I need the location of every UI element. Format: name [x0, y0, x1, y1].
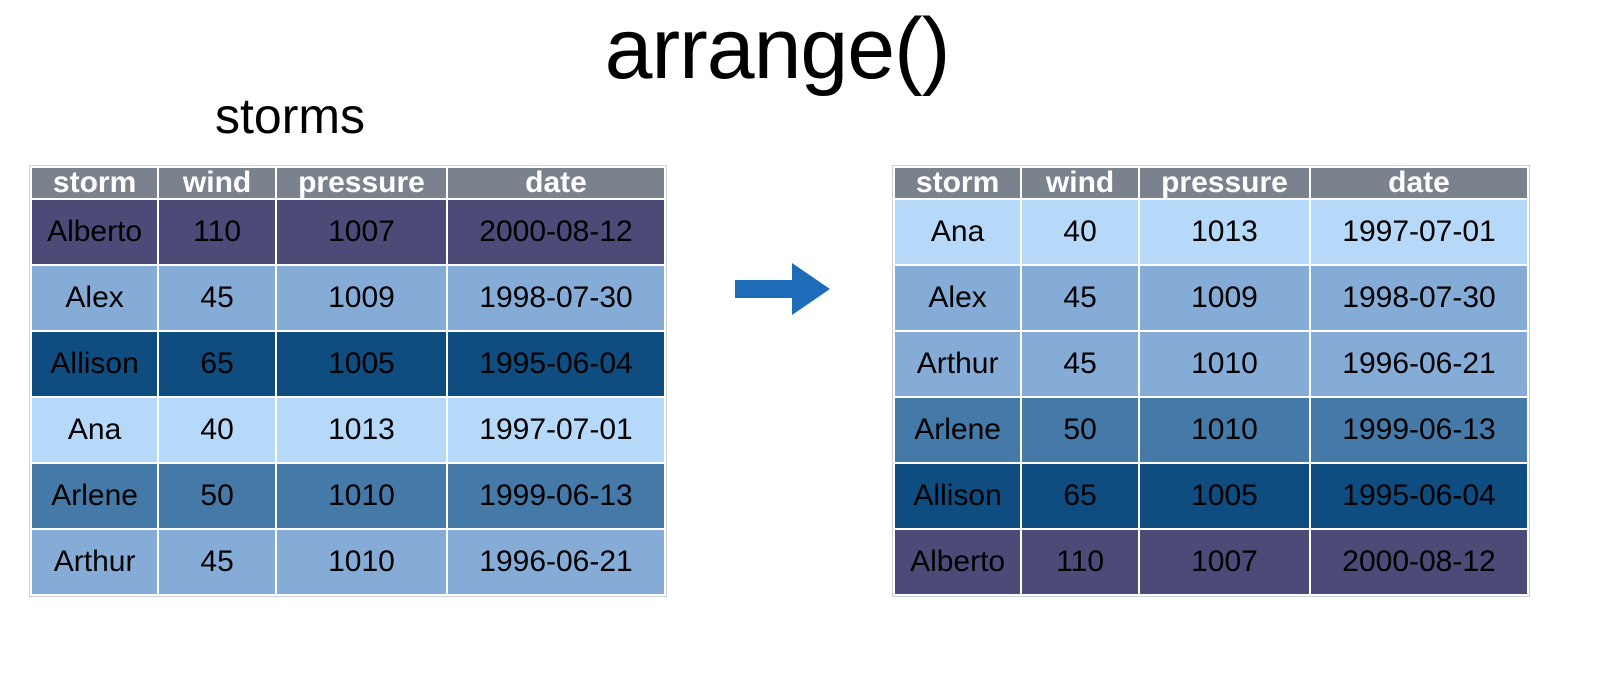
date-cell: 1995-06-04 — [1309, 462, 1529, 530]
column-header-wind: wind — [157, 166, 277, 200]
column-header-storm: storm — [29, 166, 160, 200]
storm-cell: Alex — [29, 264, 160, 332]
wind-cell: 40 — [157, 396, 277, 464]
column-header-date: date — [446, 166, 666, 200]
wind-cell: 45 — [157, 528, 277, 596]
arrow-right-glyph — [735, 263, 830, 315]
pressure-cell: 1010 — [274, 462, 449, 530]
storm-cell: Arlene — [892, 396, 1023, 464]
date-cell: 1999-06-13 — [446, 462, 666, 530]
storm-cell: Arthur — [892, 330, 1023, 398]
pressure-cell: 1010 — [1137, 330, 1312, 398]
page-title: arrange() — [604, 1, 951, 97]
storm-cell: Ana — [892, 198, 1023, 266]
date-cell: 1997-07-01 — [446, 396, 666, 464]
pressure-cell: 1009 — [1137, 264, 1312, 332]
column-header-pressure: pressure — [1137, 166, 1312, 200]
wind-cell: 110 — [157, 198, 277, 266]
storm-cell: Alberto — [892, 528, 1023, 596]
column-header-pressure: pressure — [274, 166, 449, 200]
date-cell: 2000-08-12 — [446, 198, 666, 266]
arrow-right-icon — [735, 263, 830, 315]
storm-cell: Alex — [892, 264, 1023, 332]
storm-cell: Arlene — [29, 462, 160, 530]
pressure-cell: 1007 — [1137, 528, 1312, 596]
pressure-cell: 1013 — [274, 396, 449, 464]
wind-cell: 50 — [157, 462, 277, 530]
storm-cell: Allison — [29, 330, 160, 398]
date-cell: 1996-06-21 — [1309, 330, 1529, 398]
pressure-cell: 1013 — [1137, 198, 1312, 266]
pressure-cell: 1007 — [274, 198, 449, 266]
wind-cell: 65 — [1020, 462, 1140, 530]
date-cell: 1999-06-13 — [1309, 396, 1529, 464]
pressure-cell: 1009 — [274, 264, 449, 332]
date-cell: 1995-06-04 — [446, 330, 666, 398]
column-header-date: date — [1309, 166, 1529, 200]
column-header-storm: storm — [892, 166, 1023, 200]
storm-cell: Allison — [892, 462, 1023, 530]
pressure-cell: 1010 — [274, 528, 449, 596]
storm-cell: Arthur — [29, 528, 160, 596]
date-cell: 2000-08-12 — [1309, 528, 1529, 596]
date-cell: 1998-07-30 — [446, 264, 666, 332]
storm-cell: Alberto — [29, 198, 160, 266]
pressure-cell: 1005 — [274, 330, 449, 398]
date-cell: 1996-06-21 — [446, 528, 666, 596]
date-cell: 1998-07-30 — [1309, 264, 1529, 332]
pressure-cell: 1005 — [1137, 462, 1312, 530]
left-table-label: storms — [215, 88, 365, 144]
wind-cell: 45 — [1020, 264, 1140, 332]
wind-cell: 110 — [1020, 528, 1140, 596]
wind-cell: 65 — [157, 330, 277, 398]
wind-cell: 45 — [1020, 330, 1140, 398]
pressure-cell: 1010 — [1137, 396, 1312, 464]
wind-cell: 45 — [157, 264, 277, 332]
wind-cell: 40 — [1020, 198, 1140, 266]
column-header-wind: wind — [1020, 166, 1140, 200]
storm-cell: Ana — [29, 396, 160, 464]
date-cell: 1997-07-01 — [1309, 198, 1529, 266]
wind-cell: 50 — [1020, 396, 1140, 464]
